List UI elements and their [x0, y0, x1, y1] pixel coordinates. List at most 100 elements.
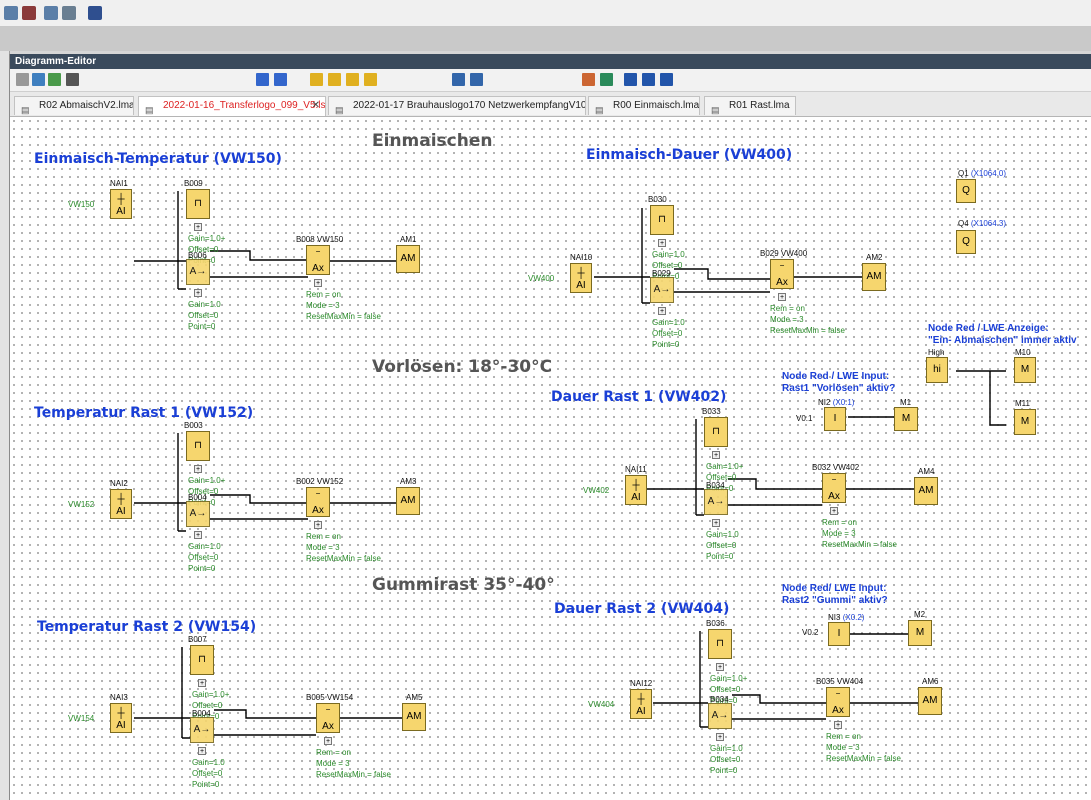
analog-flag-block[interactable]: AM [402, 703, 426, 731]
analog-flag-block[interactable]: AM [862, 263, 886, 291]
align-3-icon[interactable] [660, 73, 673, 86]
tab-label: R02 AbmaischV2.lma [39, 100, 134, 111]
expand-pin-icon[interactable]: + [194, 223, 202, 231]
expand-pin-icon[interactable]: + [658, 307, 666, 315]
monitor-icon[interactable] [44, 6, 58, 20]
tab-label: R01 Rast.lma [729, 100, 790, 111]
expand-pin-icon[interactable]: + [658, 239, 666, 247]
network-icon[interactable] [4, 6, 18, 20]
max-min-block[interactable]: ‾Ax [822, 473, 846, 503]
split-view-icon[interactable] [22, 6, 36, 20]
text-icon[interactable] [66, 73, 79, 86]
diagram-file-icon: ▤ [145, 105, 154, 115]
param-gain: Gain=1.0 [706, 530, 739, 539]
amplifier-block[interactable]: A→ [704, 489, 728, 515]
max-min-block[interactable]: ‾Ax [770, 259, 794, 289]
tab-r02-abmaisch[interactable]: ▤R02 AbmaischV2.lma [14, 96, 134, 115]
block-params: Rem = on Mode = 3 ResetMaxMin = false [316, 747, 391, 780]
q1-block[interactable]: Q [956, 179, 976, 203]
online-test-icon[interactable] [600, 73, 613, 86]
tab-brauhauslogo[interactable]: ▤2022-01-17 Brauhauslogo170 Netzwerkempf… [328, 96, 586, 115]
window-icon[interactable] [62, 6, 76, 20]
expand-pin-icon[interactable]: + [778, 293, 786, 301]
amplifier-block[interactable]: A→ [708, 703, 732, 729]
expand-pin-icon[interactable]: + [716, 663, 724, 671]
expand-pin-icon[interactable]: + [830, 507, 838, 515]
analog-input-block[interactable]: ┼AI [110, 703, 132, 733]
threshold-block[interactable]: ⊓ [190, 645, 214, 675]
sf-icon[interactable] [346, 73, 359, 86]
zoom-in-icon[interactable] [452, 73, 465, 86]
threshold-block[interactable]: ⊓ [704, 417, 728, 447]
expand-pin-icon[interactable]: + [834, 721, 842, 729]
hi-block[interactable]: hi [926, 357, 948, 383]
amplifier-block[interactable]: A→ [650, 277, 674, 303]
undo-icon[interactable] [256, 73, 269, 86]
gf-icon[interactable] [328, 73, 341, 86]
amplifier-block[interactable]: A→ [186, 259, 210, 285]
diagram-canvas[interactable]: Einmaischen Vorlösen: 18°-30°C Gummirast… [10, 117, 1091, 800]
analog-input-block[interactable]: ┼AI [110, 489, 132, 519]
align-icon[interactable] [624, 73, 637, 86]
analog-input-block[interactable]: ┼AI [570, 263, 592, 293]
tab-r00-einmaisch[interactable]: ▤R00 Einmaisch.lma [588, 96, 700, 115]
max-min-block[interactable]: ‾Ax [316, 703, 340, 733]
select-icon[interactable] [16, 73, 29, 86]
expand-pin-icon[interactable]: + [314, 279, 322, 287]
connect-icon[interactable] [32, 73, 45, 86]
analog-input-block[interactable]: ┼AI [625, 475, 647, 505]
expand-pin-icon[interactable]: + [198, 679, 206, 687]
am-label: AM5 [406, 693, 423, 702]
analog-flag-block[interactable]: AM [914, 477, 938, 505]
expand-pin-icon[interactable]: + [712, 519, 720, 527]
q1-name: Q1 [958, 169, 969, 178]
max-min-block[interactable]: ‾Ax [306, 487, 330, 517]
align-2-icon[interactable] [642, 73, 655, 86]
expand-pin-icon[interactable]: + [324, 737, 332, 745]
threshold-block[interactable]: ⊓ [186, 189, 210, 219]
split-connector-icon[interactable] [48, 73, 61, 86]
help-cursor-icon[interactable] [88, 6, 102, 20]
m1-block[interactable]: M [894, 407, 918, 431]
tab-r01-rast[interactable]: ▤R01 Rast.lma [704, 96, 796, 115]
zoom-out-icon[interactable] [470, 73, 483, 86]
max-min-block[interactable]: ‾Ax [826, 687, 850, 717]
threshold-block[interactable]: ⊓ [708, 629, 732, 659]
variable-label: VW150 [68, 200, 95, 209]
block-params: Gain=1.0 Offset=0 Point=0 [652, 317, 685, 350]
expand-pin-icon[interactable]: + [712, 451, 720, 459]
m10-block[interactable]: M [1014, 357, 1036, 383]
expand-pin-icon[interactable]: + [198, 747, 206, 755]
tab-transferlogo[interactable]: ▤2022-01-16_Transferlogo_099_V5.lsc✕ [138, 96, 326, 116]
block-params: Gain=1.0+ Offset=0 Point=0 [710, 673, 747, 706]
m1-label: M1 [900, 398, 912, 407]
m2-block[interactable]: M [908, 620, 932, 646]
amplifier-block[interactable]: A→ [186, 501, 210, 527]
ax-block-label: B005 VW154 [306, 693, 354, 702]
max-min-block[interactable]: ‾Ax [306, 245, 330, 275]
expand-pin-icon[interactable]: + [194, 531, 202, 539]
analog-flag-block[interactable]: AM [396, 245, 420, 273]
param-offset: Offset=0 [710, 755, 741, 764]
analog-input-block[interactable]: ┼AI [110, 189, 132, 219]
q4-block[interactable]: Q [956, 230, 976, 254]
redo-icon[interactable] [274, 73, 287, 86]
amplifier-block[interactable]: A→ [190, 717, 214, 743]
amp-block-label: B004 [192, 709, 211, 718]
m11-block[interactable]: M [1014, 409, 1036, 435]
threshold-block[interactable]: ⊓ [650, 205, 674, 235]
close-icon[interactable]: ✕ [311, 100, 320, 111]
expand-pin-icon[interactable]: + [314, 521, 322, 529]
expand-pin-icon[interactable]: + [194, 465, 202, 473]
ni3-block[interactable]: I [828, 622, 850, 646]
expand-pin-icon[interactable]: + [716, 733, 724, 741]
analog-flag-block[interactable]: AM [396, 487, 420, 515]
l-icon[interactable] [364, 73, 377, 86]
simulation-icon[interactable] [582, 73, 595, 86]
threshold-block[interactable]: ⊓ [186, 431, 210, 461]
analog-input-block[interactable]: ┼AI [630, 689, 652, 719]
co-icon[interactable] [310, 73, 323, 86]
expand-pin-icon[interactable]: + [194, 289, 202, 297]
ni2-block[interactable]: I [824, 407, 846, 431]
analog-flag-block[interactable]: AM [918, 687, 942, 715]
